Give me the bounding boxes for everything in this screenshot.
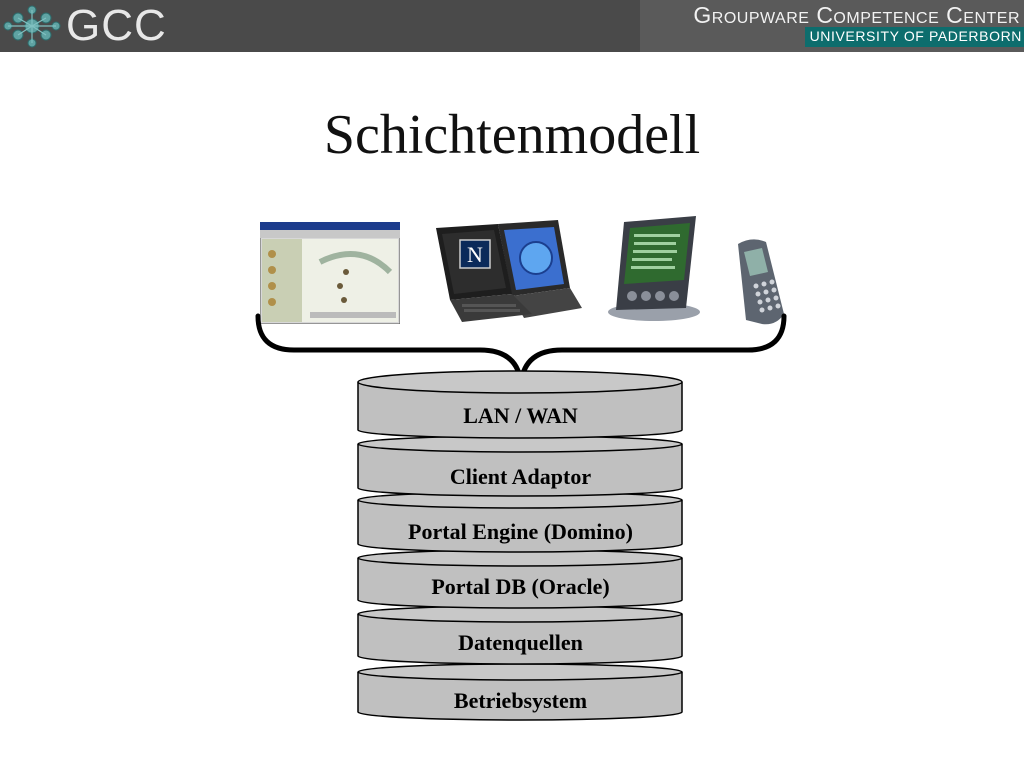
pda-icon bbox=[608, 216, 700, 321]
browser-window-icon bbox=[260, 222, 400, 324]
layer-label-datenquellen: Datenquellen bbox=[458, 630, 583, 655]
laptop-icon: N bbox=[436, 220, 582, 322]
logo-text: GCC bbox=[66, 1, 167, 50]
netscape-badge-icon bbox=[459, 239, 491, 269]
layer-label-client-adaptor: Client Adaptor bbox=[449, 464, 592, 489]
org-title: Groupware Competence Center bbox=[693, 2, 1020, 28]
header-bar: GCC Groupware Competence Center UNIVERSI… bbox=[0, 0, 1024, 52]
gcc-network-logo-icon bbox=[3, 5, 61, 48]
grouping-brace bbox=[255, 313, 787, 387]
university-name: UNIVERSITY OF PADERBORN bbox=[809, 28, 1022, 44]
university-bar: UNIVERSITY OF PADERBORN bbox=[805, 27, 1024, 47]
layer-label-lan-wan: LAN / WAN bbox=[463, 403, 578, 428]
layer-label-portal-db: Portal DB (Oracle) bbox=[431, 574, 610, 599]
layer-label-betriebsystem: Betriebsystem bbox=[453, 688, 588, 713]
layer-label-portal-engine: Portal Engine (Domino) bbox=[408, 519, 633, 544]
slide-title: Schichtenmodell bbox=[323, 104, 701, 166]
laptop-badge-text: N bbox=[467, 242, 483, 267]
mobile-phone-icon bbox=[738, 239, 784, 325]
